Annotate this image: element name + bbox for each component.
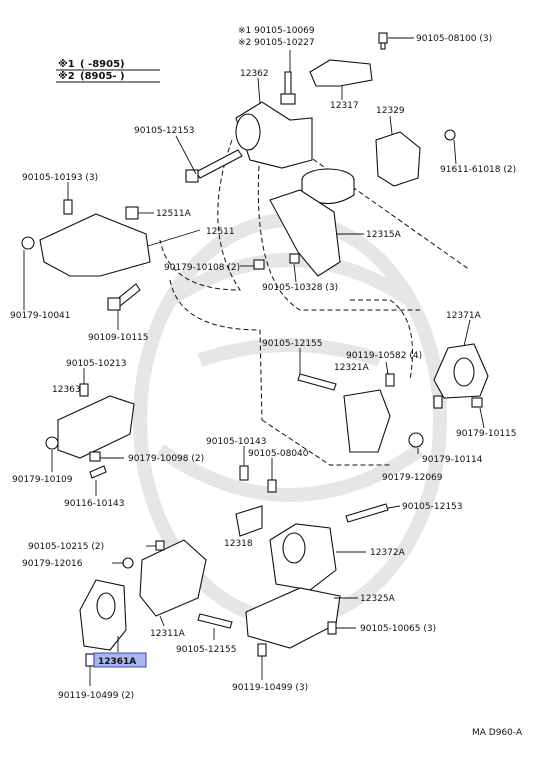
label-90179-10108: 90179-10108 (2) — [164, 263, 240, 273]
bolt-90105-08100[interactable] — [378, 32, 388, 50]
label-90179-12069: 90179-12069 — [382, 473, 443, 483]
label-90105-10328: 90105-10328 (3) — [262, 283, 338, 293]
part-labels: ※1 90105-10069 ※2 90105-10227 90105-0810… — [10, 26, 523, 738]
label-90119-10582: 90119-10582 (4) — [346, 351, 422, 361]
label-12361A[interactable]: 12361A — [98, 657, 136, 667]
part-12363-bracket[interactable] — [45, 383, 135, 479]
part-12311A-bracket[interactable] — [122, 539, 233, 629]
label-90179-10114: 90179-10114 — [422, 455, 483, 465]
part-12318-bracket[interactable] — [235, 505, 263, 537]
label-90105-10193: 90105-10193 (3) — [22, 173, 98, 183]
part-12362-mount[interactable] — [235, 101, 313, 169]
part-12329-bracket[interactable] — [375, 129, 456, 187]
legend-row1-mark: ※1 — [58, 58, 75, 70]
engine-outline — [159, 139, 471, 466]
label-12363: 12363 — [52, 385, 81, 395]
bolt-90105-10069[interactable] — [280, 71, 296, 105]
label-90179-10098: 90179-10098 (2) — [128, 454, 204, 464]
label-12362: 12362 — [240, 69, 269, 79]
label-90105-12155-mid: 90105-12155 — [262, 339, 323, 349]
label-12325A: 12325A — [360, 594, 396, 604]
label-90105-10069: ※1 90105-10069 — [238, 26, 315, 36]
label-12311A: 12311A — [150, 629, 186, 639]
label-90119-10499-low: 90119-10499 (2) — [58, 691, 134, 701]
label-91611-61018: 91611-61018 (2) — [440, 165, 516, 175]
bolt-90109-10115[interactable] — [107, 283, 141, 311]
label-90179-10109: 90179-10109 — [12, 475, 73, 485]
label-12315A: 12315A — [366, 230, 402, 240]
label-90105-08040: 90105-08040 — [248, 449, 309, 459]
legend: ※1 ( -8905) ※2 (8905- ) — [56, 58, 160, 83]
label-90105-12153-top: 90105-12153 — [134, 126, 195, 136]
nuts-90179-10108-90105-10328[interactable] — [253, 253, 300, 270]
label-90105-10213: 90105-10213 — [66, 359, 127, 369]
part-12371A-mount[interactable] — [433, 343, 489, 409]
label-90179-10041: 90179-10041 — [10, 311, 71, 321]
label-90105-10227: ※2 90105-10227 — [238, 38, 315, 48]
label-90179-12016: 90179-12016 — [22, 559, 83, 569]
bolt-90105-12153-top[interactable] — [185, 149, 243, 183]
diagram-code: MA D960-A — [472, 728, 523, 738]
legend-row1-range: ( -8905) — [80, 59, 125, 70]
label-90105-10143: 90105-10143 — [206, 437, 267, 447]
label-90105-12155-low: 90105-12155 — [176, 645, 237, 655]
part-12321A-bracket[interactable] — [297, 373, 424, 453]
legend-row2-range: (8905- ) — [80, 71, 125, 82]
highlight-12361A[interactable] — [93, 652, 147, 668]
label-12511: 12511 — [206, 227, 235, 237]
label-90105-08100: 90105-08100 (3) — [416, 34, 492, 44]
label-12321A: 12321A — [334, 363, 370, 373]
part-12317-bracket[interactable] — [309, 59, 373, 87]
label-12371A: 12371A — [446, 311, 482, 321]
label-12511A: 12511A — [156, 209, 192, 219]
label-90116-10143: 90116-10143 — [64, 499, 125, 509]
label-90109-10115: 90109-10115 — [88, 333, 149, 343]
leader-lines — [23, 37, 485, 686]
label-90179-10115: 90179-10115 — [456, 429, 517, 439]
part-12325A-bracket[interactable] — [245, 587, 341, 657]
label-90105-10215: 90105-10215 (2) — [28, 542, 104, 552]
part-12315A-bracket[interactable] — [269, 189, 341, 277]
label-12317: 12317 — [330, 101, 359, 111]
label-12329: 12329 — [376, 106, 405, 116]
label-90105-12153-low: 90105-12153 — [402, 502, 463, 512]
label-12372A: 12372A — [370, 548, 406, 558]
part-12511-bracket[interactable] — [21, 199, 151, 277]
legend-row2-mark: ※2 — [58, 70, 75, 82]
label-90105-10065: 90105-10065 (3) — [360, 624, 436, 634]
part-12372A-mount[interactable] — [269, 503, 389, 591]
label-90119-10499-mid: 90119-10499 (3) — [232, 683, 308, 693]
part-12361A-mount[interactable] — [79, 579, 127, 667]
label-12318: 12318 — [224, 539, 253, 549]
